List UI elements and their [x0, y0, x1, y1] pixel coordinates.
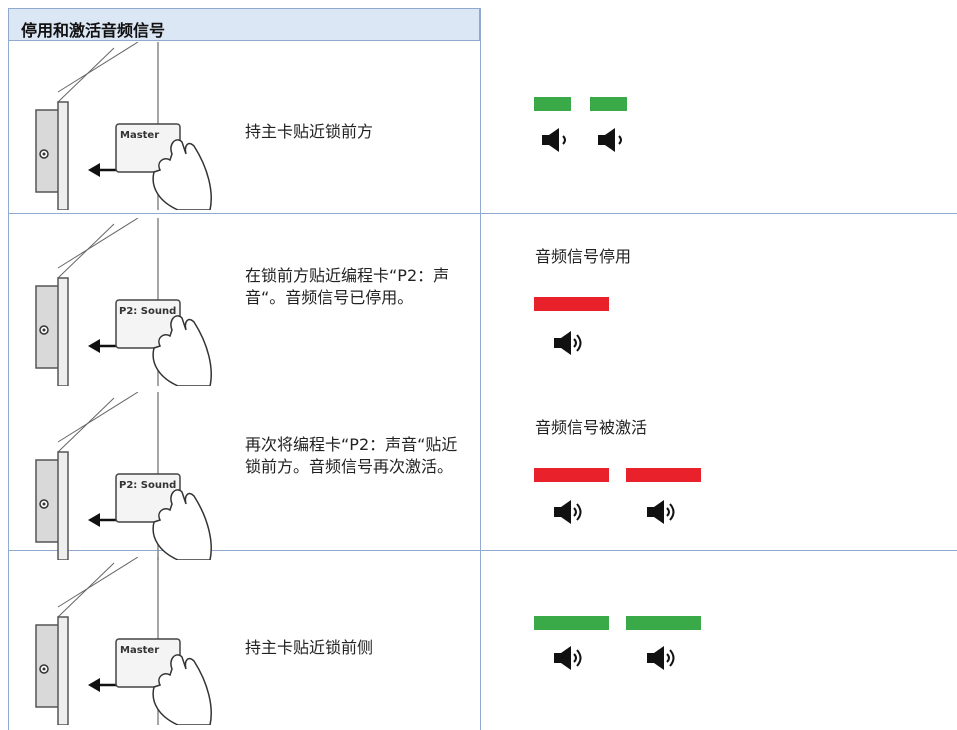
status-text: 音频信号被激活 — [535, 418, 648, 437]
red-led — [534, 297, 609, 311]
instruction-text: 在锁前方贴近编程卡“P2：声音“。音频信号已停用。 — [245, 266, 450, 307]
red-led — [534, 468, 609, 482]
speaker-loud-icon — [553, 330, 582, 356]
speaker-loud-icon — [646, 645, 675, 671]
illustration-master-card: Master — [18, 555, 230, 727]
status-text: 音频信号停用 — [535, 247, 632, 266]
illustration-master-card: Master — [18, 40, 230, 212]
row-divider — [8, 550, 957, 551]
speaker-loud-icon — [553, 499, 582, 525]
green-led — [534, 616, 609, 630]
row-divider — [8, 213, 957, 214]
table-column-divider — [480, 8, 481, 730]
instruction-text: 持主卡贴近锁前方 — [245, 122, 374, 141]
speaker-short-icon — [541, 127, 566, 153]
card-label: P2: Sound — [119, 306, 176, 317]
green-led — [534, 97, 571, 111]
card-label: Master — [120, 130, 159, 141]
table-left-border — [8, 8, 9, 730]
illustration-p2-sound-card: P2: Sound — [18, 390, 230, 562]
red-led — [626, 468, 701, 482]
header-title: 停用和激活音频信号 — [21, 21, 166, 40]
card-label: Master — [120, 645, 159, 656]
illustration-p2-sound-card: P2: Sound — [18, 216, 230, 388]
speaker-short-icon — [597, 127, 622, 153]
card-label: P2: Sound — [119, 480, 176, 491]
speaker-loud-icon — [646, 499, 675, 525]
speaker-loud-icon — [553, 645, 582, 671]
green-led — [626, 616, 701, 630]
instruction-text: 持主卡贴近锁前侧 — [245, 638, 374, 657]
green-led — [590, 97, 627, 111]
instruction-text: 再次将编程卡“P2：声音“贴近锁前方。音频信号再次激活。 — [245, 435, 458, 476]
table-header: 停用和激活音频信号 — [8, 8, 480, 41]
